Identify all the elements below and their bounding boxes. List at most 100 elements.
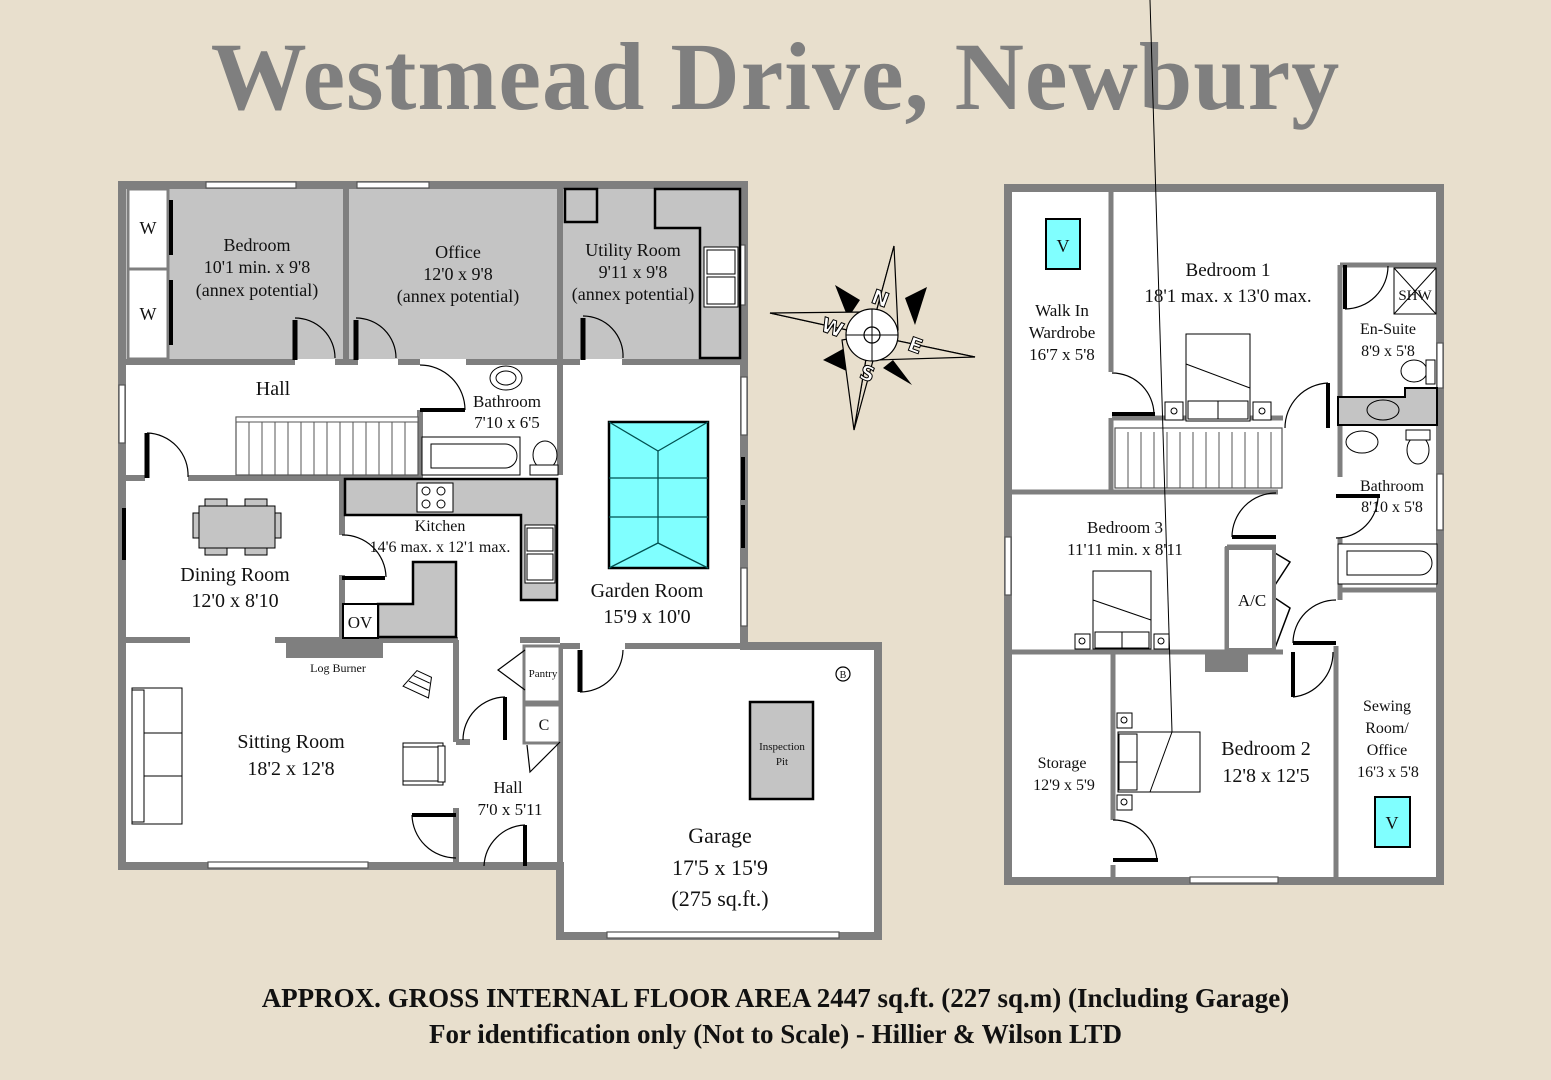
dining-room-name: Dining Room: [180, 564, 290, 586]
boiler-label: B: [840, 670, 847, 681]
bath-ff: [1337, 543, 1438, 585]
wardrobe-1: [126, 187, 170, 271]
bedroom-annex-area: [168, 189, 344, 359]
bathroom-size: 7'10 x 6'5: [474, 413, 540, 432]
bedroom-2-name: Bedroom 2: [1221, 738, 1310, 760]
office-annex-size: 12'0 x 9'8: [423, 264, 493, 284]
bathroom-ff-name: Bathroom: [1360, 478, 1425, 495]
window-ff-bedroom2: [1189, 876, 1279, 884]
first-floor-stairs: [1114, 427, 1283, 489]
bedroom-annex-size: 10'1 min. x 9'8: [204, 257, 311, 277]
bedroom-annex-note: (annex potential): [196, 280, 318, 301]
garage-name: Garage: [688, 823, 752, 848]
kitchen-worktops: [343, 477, 559, 639]
front-hall-name: Hall: [493, 778, 523, 797]
bedroom-1-size: 18'1 max. x 13'0 max.: [1144, 286, 1311, 307]
inspection-pit-label-line2: Pit: [776, 756, 788, 768]
garage-size: 17'5 x 15'9: [672, 855, 768, 880]
shower-tray: [1393, 267, 1437, 315]
log-burner: [286, 640, 383, 658]
wardrobe-1-label: W: [140, 218, 157, 238]
velux-2-label: V: [1386, 813, 1399, 833]
chimney-breast: [1205, 652, 1248, 672]
first-floor-doors: [1111, 265, 1389, 862]
dining-room-size: 12'0 x 8'10: [191, 590, 278, 612]
bed-bedroom-3: [1074, 570, 1170, 650]
lamp: [402, 669, 433, 699]
boiler-icon: [835, 666, 851, 682]
bedroom-annex-name: Bedroom: [224, 235, 291, 255]
wardrobe-2-label: W: [140, 304, 157, 324]
bathroom-name: Bathroom: [473, 392, 541, 411]
roof-lantern: [607, 420, 710, 570]
office-annex-note: (annex potential): [397, 286, 519, 307]
doors: [122, 315, 745, 867]
oven-box: [342, 603, 379, 639]
bed-bedroom-2: [1116, 0, 1201, 811]
velux-1-label: V: [1057, 236, 1070, 256]
bedroom-1-name: Bedroom 1: [1186, 260, 1271, 281]
walk-in-wardrobe-name-2: Wardrobe: [1029, 323, 1096, 342]
dining-table: [192, 498, 282, 556]
bedroom-2-size: 12'8 x 12'5: [1222, 765, 1309, 787]
office-annex-area: [348, 189, 558, 359]
disclaimer-note: For identification only (Not to Scale) -…: [428, 1019, 1122, 1049]
ground-floor-plan: OV: [118, 181, 1302, 940]
utility-room-size: 9'11 x 9'8: [599, 262, 668, 282]
sewing-room-name-2: Room/: [1365, 720, 1409, 737]
kitchen-size: 14'6 max. x 12'1 max.: [370, 539, 511, 556]
pantry-label: Pantry: [529, 668, 558, 680]
velux-window-2: [1374, 796, 1411, 848]
first-floor-outline: [1004, 184, 1444, 885]
inspection-pit-label-line1: Inspection: [759, 741, 805, 753]
sewing-room-name-1: Sewing: [1363, 698, 1411, 715]
walk-in-wardrobe-name-1: Walk In: [1035, 301, 1089, 320]
sitting-room-size: 18'2 x 12'8: [247, 758, 334, 780]
bedroom-3-size: 11'11 min. x 8'11: [1067, 540, 1183, 559]
bathroom-fixtures: [421, 365, 559, 476]
pantry: [522, 644, 562, 745]
sewing-room-size: 16'3 x 5'8: [1357, 764, 1419, 781]
armchair: [402, 742, 446, 786]
walk-in-wardrobe-size: 16'7 x 5'8: [1029, 345, 1095, 364]
bedroom-3-name: Bedroom 3: [1087, 518, 1163, 537]
log-burner-label: Log Burner: [310, 661, 366, 675]
storage-name: Storage: [1038, 755, 1087, 772]
airing-cupboard-label: A/C: [1238, 591, 1266, 610]
window-ff-ensuite: [1436, 342, 1444, 389]
inspection-pit: [748, 700, 815, 801]
garage-area: (275 sq.ft.): [671, 886, 768, 911]
airing-cupboard: [1225, 546, 1276, 652]
cupboard-label: C: [539, 717, 550, 734]
toilets-ff: [1345, 359, 1436, 465]
front-hall-size: 7'0 x 5'11: [478, 800, 543, 819]
first-floor-plan: SHW V V Walk In Wardrobe 16'7 x 5'8 Bedr…: [1004, 0, 1444, 885]
office-annex-name: Office: [435, 242, 481, 262]
en-suite-name: En-Suite: [1360, 321, 1416, 338]
kitchen-name: Kitchen: [415, 518, 466, 535]
garden-room-name: Garden Room: [591, 580, 704, 602]
kitchen-sink: [524, 524, 556, 584]
sewing-room-name-3: Office: [1367, 742, 1408, 759]
sitting-room-name: Sitting Room: [237, 731, 345, 753]
window-ff-bedroom3: [1004, 536, 1012, 596]
utility-sink: [703, 246, 739, 308]
oven-label: OV: [348, 613, 373, 632]
hob: [416, 482, 454, 513]
utility-fixtures: [563, 187, 742, 360]
bathroom-ff-size: 8'10 x 5'8: [1361, 499, 1423, 516]
utility-room-name: Utility Room: [585, 240, 681, 260]
storage-size: 12'9 x 5'9: [1033, 777, 1095, 794]
ground-floor-stairs: [235, 416, 419, 476]
utility-room-note: (annex potential): [572, 284, 694, 305]
bed-bedroom-1: [1164, 333, 1272, 422]
compass-rose-icon: N W E S: [769, 245, 976, 431]
sofa: [131, 687, 183, 825]
en-suite-size: 8'9 x 5'8: [1361, 343, 1415, 360]
velux-window-1: [1045, 218, 1081, 270]
hall-name: Hall: [256, 378, 291, 400]
garden-room-size: 15'9 x 10'0: [603, 606, 690, 628]
window-ff-bathroom: [1436, 473, 1444, 531]
floor-area-note: APPROX. GROSS INTERNAL FLOOR AREA 2447 s…: [261, 983, 1290, 1013]
